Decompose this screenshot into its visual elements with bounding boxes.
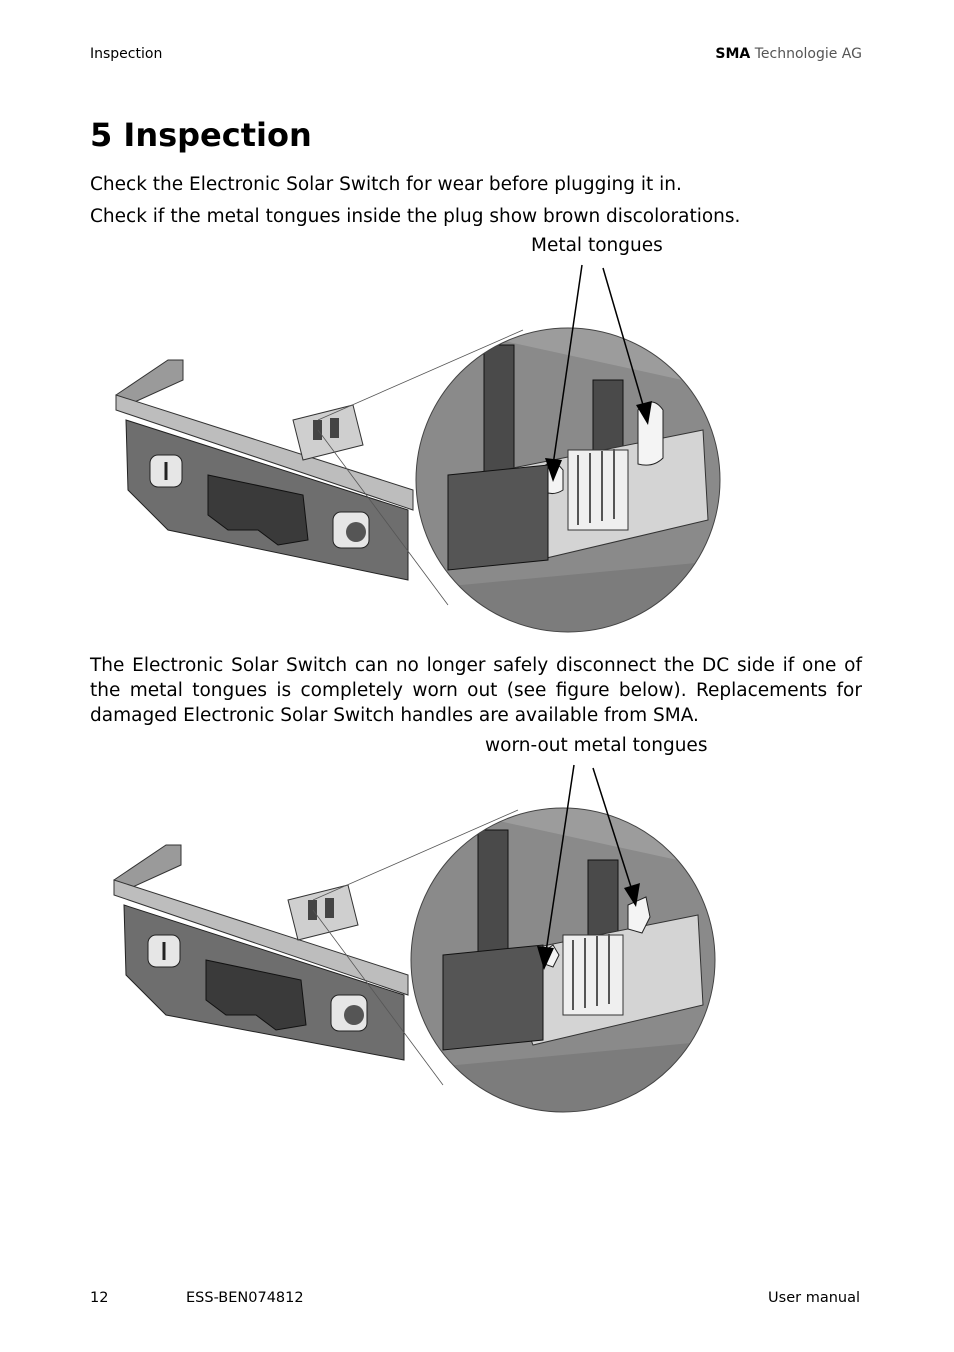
running-header-section: Inspection [90, 46, 163, 62]
magnified-detail-2 [411, 808, 715, 1112]
document-id: ESS-BEN074812 [186, 1290, 304, 1306]
page-number: 12 [90, 1290, 109, 1306]
brand-name: SMA [715, 46, 751, 62]
ess-handle-illustration-2 [113, 844, 409, 1061]
paragraph-check-discoloration: Check if the metal tongues inside the pl… [90, 206, 741, 227]
magnified-detail [416, 328, 720, 632]
ess-handle-illustration [115, 359, 414, 581]
running-header-company: SMA Technologie AG [715, 46, 862, 62]
brand-suffix: Technologie AG [754, 46, 862, 62]
figure-ess-plug-metal-tongues [115, 264, 721, 633]
paragraph-check-wear: Check the Electronic Solar Switch for we… [90, 174, 682, 195]
figure2-caption: worn-out metal tongues [485, 735, 708, 756]
page-title: 5 Inspection [90, 116, 312, 154]
figure-ess-plug-worn-tongues [113, 764, 716, 1113]
figure1-caption: Metal tongues [531, 235, 663, 256]
paragraph-worn-tongues: The Electronic Solar Switch can no longe… [90, 655, 862, 726]
document-type: User manual [768, 1290, 860, 1306]
